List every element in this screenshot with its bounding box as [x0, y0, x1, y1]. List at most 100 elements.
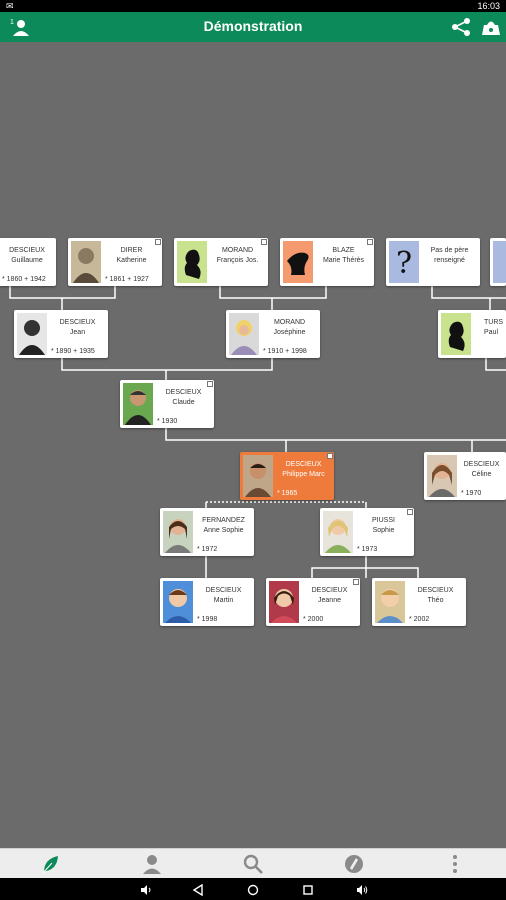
- silhouette-woman-icon: [283, 241, 313, 283]
- man-icon: [123, 383, 153, 425]
- profile-switch-button[interactable]: 1: [8, 16, 30, 38]
- expand-corner-icon[interactable]: [353, 579, 359, 585]
- expand-corner-icon[interactable]: [155, 239, 161, 245]
- page-title: Démonstration: [203, 18, 303, 34]
- family-tree-canvas[interactable]: DESCIEUX Guillaume * 1860 + 1942 DIRER Kat…: [0, 42, 506, 848]
- child-icon: [269, 581, 299, 623]
- volume-down-button[interactable]: [140, 883, 152, 895]
- silhouette-man-icon: [177, 241, 207, 283]
- person-card-paul[interactable]: TURS Paul: [438, 310, 506, 358]
- person-surname: DESCIEUX: [9, 247, 45, 254]
- status-bar: ✉ 16:03: [0, 0, 506, 12]
- person-surname: TURS: [484, 319, 504, 326]
- person-card-katherine[interactable]: DIRER Katherine * 1861 + 1927: [68, 238, 162, 286]
- person-card-offscreen[interactable]: [490, 238, 506, 286]
- person-dates: * 1998: [197, 616, 218, 623]
- person-dates: * 1861 + 1927: [105, 276, 149, 283]
- person-firstname: Théo: [427, 597, 444, 604]
- search-icon: [243, 854, 263, 874]
- compass-icon: [345, 855, 363, 873]
- volume-down-icon: [141, 885, 151, 895]
- person-dates: * 1910 + 1998: [263, 348, 307, 355]
- woman-old-icon: [71, 241, 101, 283]
- svg-text:?: ?: [396, 246, 412, 281]
- person-firstname: Jeanne: [318, 597, 341, 604]
- person-surname: DESCIEUX: [59, 319, 96, 326]
- person-dates: * 1972: [197, 546, 218, 553]
- person-card-guillaume[interactable]: DESCIEUX Guillaume * 1860 + 1942: [0, 238, 56, 286]
- home-button[interactable]: [247, 883, 259, 896]
- nav-search-button[interactable]: [242, 853, 264, 875]
- person-dates: * 1860 + 1942: [2, 276, 46, 283]
- person-firstname: Anne Sophie: [203, 527, 244, 534]
- expand-corner-icon[interactable]: [261, 239, 267, 245]
- person-card-anne[interactable]: FERNANDEZ Anne Sophie * 1972: [160, 508, 254, 556]
- person-surname: DESCIEUX: [463, 461, 500, 468]
- notification-icon: ✉: [6, 1, 14, 11]
- person-surname: Pas de père: [430, 247, 469, 254]
- person-firstname: Katherine: [116, 257, 147, 264]
- person-surname: PIUSSI: [372, 517, 395, 524]
- nav-tree-button[interactable]: [40, 853, 62, 875]
- recents-button[interactable]: [302, 883, 314, 895]
- woman-icon: [323, 511, 353, 553]
- expand-corner-icon[interactable]: [327, 453, 333, 459]
- silhouette-man-icon: [441, 313, 471, 355]
- volume-up-button[interactable]: [356, 883, 368, 895]
- person-firstname: Marie Thérès: [322, 257, 365, 264]
- woman-old-icon: [229, 313, 259, 355]
- leaf-icon: [42, 856, 58, 874]
- back-button[interactable]: [192, 883, 204, 897]
- person-surname: DESCIEUX: [311, 587, 348, 594]
- expand-corner-icon[interactable]: [367, 239, 373, 245]
- person-surname: DESCIEUX: [417, 587, 454, 594]
- share-button[interactable]: [450, 16, 472, 38]
- person-dates: * 1970: [461, 490, 482, 497]
- tree-connectors: [9, 286, 506, 578]
- profile-badge: 1: [10, 19, 14, 26]
- person-surname: DESCIEUX: [285, 461, 322, 468]
- person-surname: MORAND: [221, 247, 254, 254]
- person-firstname: Guillaume: [11, 257, 43, 264]
- person-surname: DIRER: [120, 247, 143, 254]
- person-firstname: Paul: [484, 329, 499, 336]
- bottom-navigation: [0, 848, 506, 878]
- person-card-marie[interactable]: BLAZE Marie Thérès: [280, 238, 374, 286]
- cloud-save-icon: [482, 21, 500, 35]
- person-add-icon: 1: [10, 19, 29, 36]
- person-dates: * 2000: [303, 616, 324, 623]
- person-surname: FERNANDEZ: [202, 517, 245, 524]
- person-dates: * 1890 + 1935: [51, 348, 95, 355]
- person-surname: BLAZE: [332, 247, 355, 254]
- nav-explore-button[interactable]: [343, 853, 365, 875]
- question-mark-icon: ?: [389, 241, 419, 283]
- recents-icon: [303, 885, 313, 895]
- man-old-icon: [17, 313, 47, 355]
- expand-corner-icon[interactable]: [207, 381, 213, 387]
- person-icon: [143, 855, 161, 874]
- expand-corner-icon[interactable]: [407, 509, 413, 515]
- person-dates: * 1930: [157, 418, 178, 425]
- woman-icon: [163, 511, 193, 553]
- status-time: 16:03: [477, 1, 500, 11]
- person-card-jeanne[interactable]: DESCIEUX Jeanne * 2000: [266, 578, 360, 626]
- save-button[interactable]: [480, 16, 502, 38]
- person-firstname: Martin: [213, 597, 234, 604]
- person-dates: * 1965: [277, 490, 298, 497]
- question-mark-icon: [493, 241, 506, 283]
- nav-more-button[interactable]: [444, 853, 466, 875]
- woman-icon: [427, 455, 457, 497]
- person-firstname: Joséphine: [273, 329, 306, 336]
- back-icon: [192, 883, 203, 897]
- nav-person-button[interactable]: [141, 853, 163, 875]
